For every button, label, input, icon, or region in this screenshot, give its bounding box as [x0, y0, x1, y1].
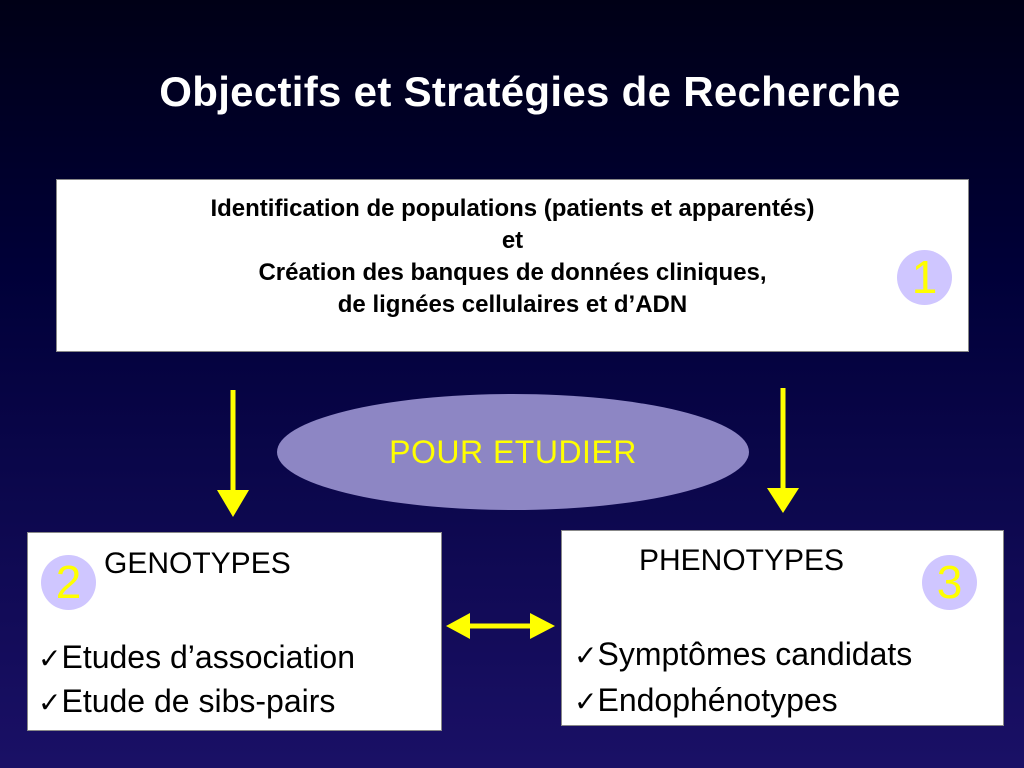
genotypes-item: ✓Etudes d’association [38, 639, 355, 676]
objective-line-3: Création des banques de données clinique… [258, 259, 767, 286]
pour-etudier-label: POUR ETUDIER [389, 433, 637, 470]
objective-box: Identification de populations (patients … [56, 179, 969, 352]
step-badge-2: 2 [41, 555, 96, 610]
pour-etudier-ellipse: POUR ETUDIER [277, 394, 749, 510]
phenotypes-item: ✓Symptômes candidats [574, 636, 912, 673]
arrow-down-right [767, 388, 799, 513]
step-badge-3: 3 [922, 555, 977, 610]
genotypes-title: GENOTYPES [104, 547, 291, 580]
checkmark-icon: ✓ [38, 642, 62, 675]
step-badge-1: 1 [897, 250, 952, 305]
phenotypes-title: PHENOTYPES [639, 544, 845, 577]
slide-title: Objectifs et Stratégies de Recherche [159, 68, 901, 115]
genotypes-item-text: Etudes d’association [61, 639, 355, 675]
genotypes-item-text: Etude de sibs-pairs [61, 683, 336, 719]
objective-line-1: Identification de populations (patients … [210, 195, 815, 222]
checkmark-icon: ✓ [38, 686, 62, 719]
checkmark-icon: ✓ [574, 685, 598, 718]
phenotypes-item: ✓Endophénotypes [574, 682, 838, 719]
phenotypes-item-text: Symptômes candidats [597, 636, 913, 672]
objective-line-2: et [501, 227, 524, 254]
arrow-down-left [217, 390, 249, 517]
double-arrow-horizontal [446, 613, 555, 639]
checkmark-icon: ✓ [574, 639, 598, 672]
genotypes-box: GENOTYPES ✓Etudes d’association ✓Etude d… [27, 532, 442, 731]
genotypes-item: ✓Etude de sibs-pairs [38, 683, 335, 720]
objective-line-4: de lignées cellulaires et d’ADN [337, 291, 688, 318]
phenotypes-item-text: Endophénotypes [597, 682, 838, 718]
phenotypes-box: PHENOTYPES ✓Symptômes candidats ✓Endophé… [561, 530, 1004, 726]
